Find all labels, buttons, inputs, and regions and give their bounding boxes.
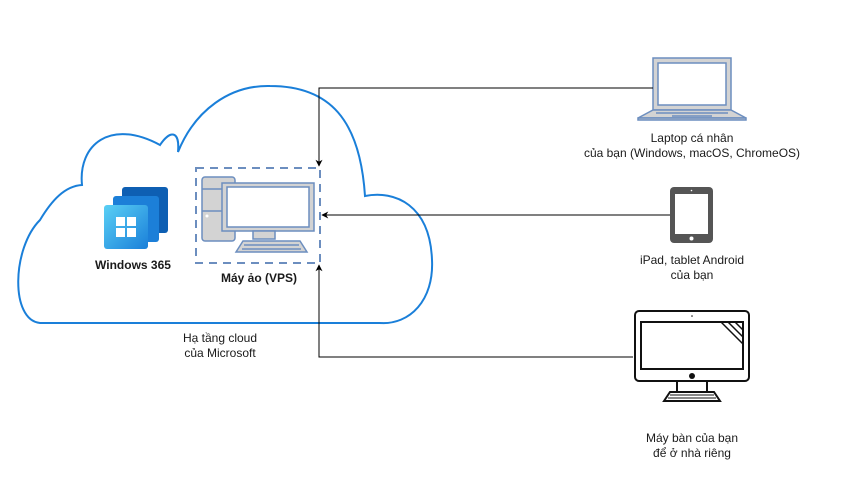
tablet-label-line2: của bạn (670, 268, 714, 282)
desktop-label-line2: để ở nhà riêng (653, 446, 731, 460)
cloud-label-line2: của Microsoft (184, 346, 256, 360)
windows-365-label: Windows 365 (95, 258, 171, 272)
vps-dashed-box (195, 167, 321, 264)
laptop-label-line2: của bạn (Windows, macOS, ChromeOS) (583, 146, 801, 160)
laptop-label: Laptop cá nhân của bạn (Windows, macOS, … (570, 131, 814, 161)
vps-label: Máy ảo (VPS) (220, 271, 298, 285)
monitor-icon (634, 310, 750, 402)
cloud-label-line1: Hạ tầng cloud (182, 331, 258, 345)
tablet-label-line1: iPad, tablet Android (639, 253, 745, 267)
laptop-icon (637, 57, 747, 121)
tablet-icon (670, 187, 713, 243)
laptop-label-line1: Laptop cá nhân (650, 131, 734, 145)
windows-365-icon (104, 187, 168, 249)
cloud-label: Hạ tầng cloud của Microsoft (160, 331, 280, 361)
desktop-label-line1: Máy bàn của bạn (645, 431, 739, 445)
desktop-label: Máy bàn của bạn để ở nhà riêng (622, 431, 762, 461)
connector-laptop-to-vps (315, 87, 653, 167)
desktop-pc-icon (201, 176, 315, 253)
connector-desktop-to-vps (315, 264, 633, 358)
tablet-label: iPad, tablet Android của bạn (622, 253, 762, 283)
cloud-shape (17, 84, 434, 325)
